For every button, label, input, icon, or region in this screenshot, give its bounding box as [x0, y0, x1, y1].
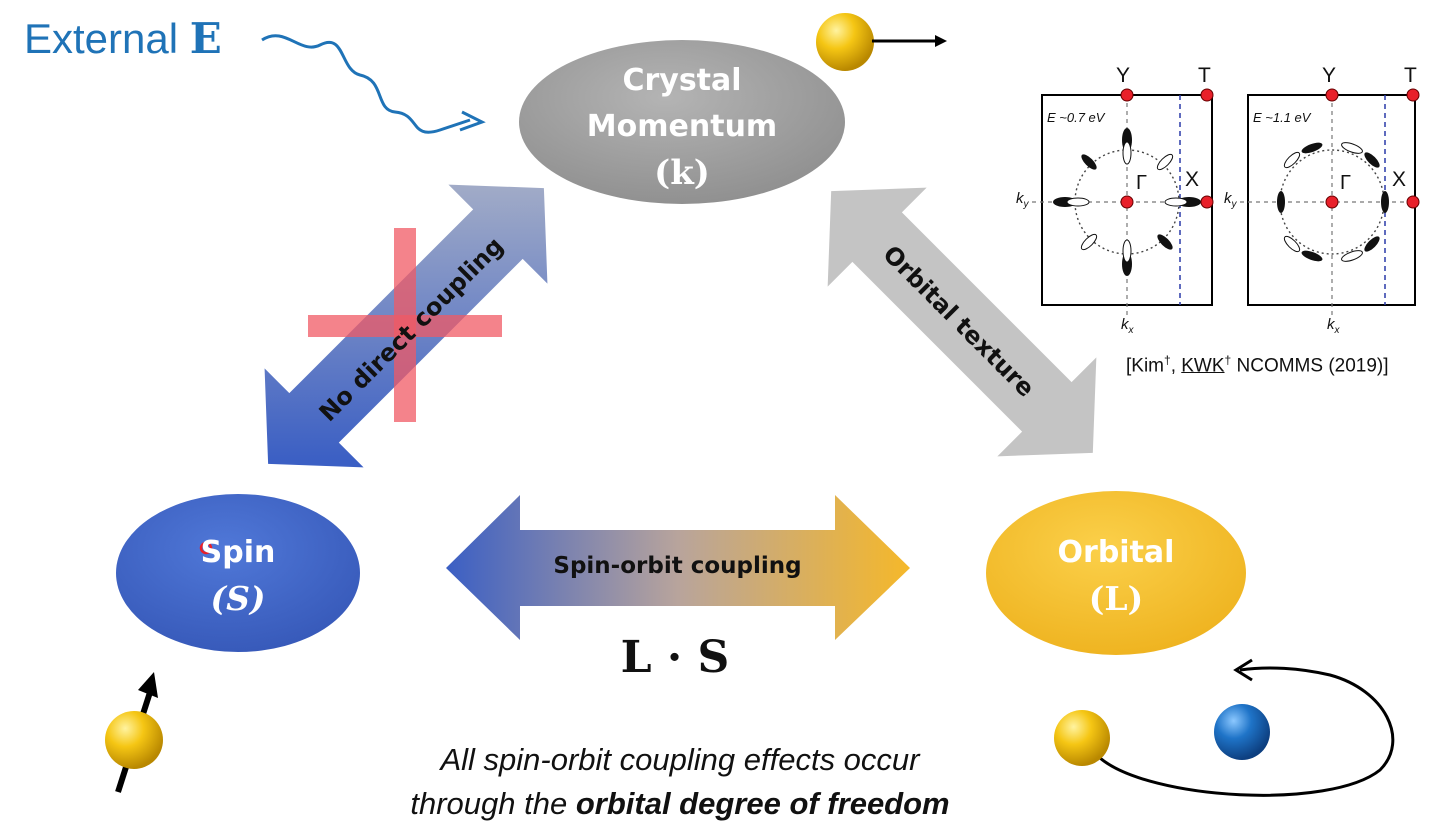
reference-citation: [Kim†, KWK† NCOMMS (2019)]: [1126, 353, 1389, 377]
panel-1-kx: kx: [1121, 316, 1134, 336]
orbital-line1: Orbital: [1057, 535, 1175, 570]
panel-2-energy: E ~1.1 eV: [1253, 110, 1311, 125]
panel-2-ky-letter: k: [1224, 190, 1232, 207]
caption-line2-prefix: through the: [410, 786, 576, 821]
panel-2-kx-letter: k: [1327, 316, 1335, 333]
label-spin-orbit-coupling: Spin-orbit coupling: [553, 553, 802, 579]
ref-dagger-2: †: [1224, 353, 1232, 367]
formula-l-dot-s: L · S: [620, 632, 730, 683]
panel-1-ky: ky: [1016, 190, 1029, 210]
spin-electron-ball: [105, 711, 163, 769]
panel-1-kx-sub: x: [1128, 325, 1134, 336]
panel-1-t-label: T: [1198, 64, 1211, 87]
crystal-line2: Momentum: [586, 109, 778, 144]
spin-symbol: (S): [210, 579, 266, 618]
panel-2-x-label: X: [1392, 168, 1407, 191]
caption-line2-bold: orbital degree of freedom: [575, 786, 950, 821]
external-label-text: External: [24, 15, 179, 62]
panel-2-kx-sub: x: [1334, 325, 1340, 336]
ref-sep: ,: [1170, 355, 1182, 377]
panel-1-graphics: [1032, 88, 1214, 318]
panel-2-kx: kx: [1327, 316, 1340, 336]
orbital-symbol: (L): [1088, 579, 1144, 618]
moving-electron-ball: [816, 13, 874, 71]
spin-line1: Spin: [200, 535, 276, 570]
panel-1-ky-letter: k: [1016, 190, 1024, 207]
cursor-dot: [199, 541, 213, 555]
ref-kwk: KWK: [1181, 355, 1225, 377]
panel-1-ky-sub: y: [1023, 199, 1029, 210]
panel-2-graphics: [1240, 88, 1420, 318]
panel-2-ky-sub: y: [1231, 199, 1237, 210]
spin-arrowhead: [138, 672, 158, 698]
ref-rest: NCOMMS (2019)]: [1231, 355, 1389, 377]
ref-open: [Kim: [1126, 355, 1164, 377]
external-field-label: External E: [24, 14, 222, 63]
panel-2-ky: ky: [1224, 190, 1237, 210]
crystal-symbol: (k): [654, 153, 710, 193]
caption-line2: through the orbital degree of freedom: [300, 786, 1060, 822]
external-field-wave: [261, 34, 471, 134]
crystal-line1: Crystal: [622, 63, 742, 98]
panel-2-t-label: T: [1404, 64, 1417, 87]
arrow-crystal-orbital: [827, 187, 1097, 457]
panel-1-kx-letter: k: [1121, 316, 1129, 333]
orbital-node-label: Orbital (L): [1016, 530, 1216, 622]
orbit-path: [1099, 666, 1395, 797]
nucleus-ball: [1214, 704, 1270, 760]
panel-1-x-label: X: [1185, 168, 1200, 191]
panel-1-energy: E ~0.7 eV: [1047, 110, 1105, 125]
arrow-spin-orbital: [446, 495, 910, 640]
crystal-node-label: Crystal Momentum (k): [552, 58, 812, 196]
node-crystal-momentum: [519, 40, 845, 204]
panel-2-gamma: Γ: [1340, 172, 1352, 194]
external-field-arrowhead: [459, 110, 486, 132]
panel-1-gamma: Γ: [1136, 172, 1148, 194]
label-orbital-texture: Orbital texture: [877, 240, 1039, 402]
orbit-arrowhead: [1233, 658, 1253, 682]
caption-line1: All spin-orbit coupling effects occur: [440, 742, 920, 777]
cross-horizontal: [308, 315, 502, 337]
orbiting-electron-ball: [1054, 710, 1110, 766]
node-spin: [116, 494, 360, 652]
node-orbital: [986, 491, 1246, 655]
panel-2-y-label: Y: [1322, 64, 1337, 87]
external-symbol: E: [189, 14, 222, 63]
panel-1-y-label: Y: [1116, 64, 1131, 87]
ref-dagger-1: †: [1164, 353, 1171, 367]
spin-node-label: Spin (S): [138, 530, 338, 622]
